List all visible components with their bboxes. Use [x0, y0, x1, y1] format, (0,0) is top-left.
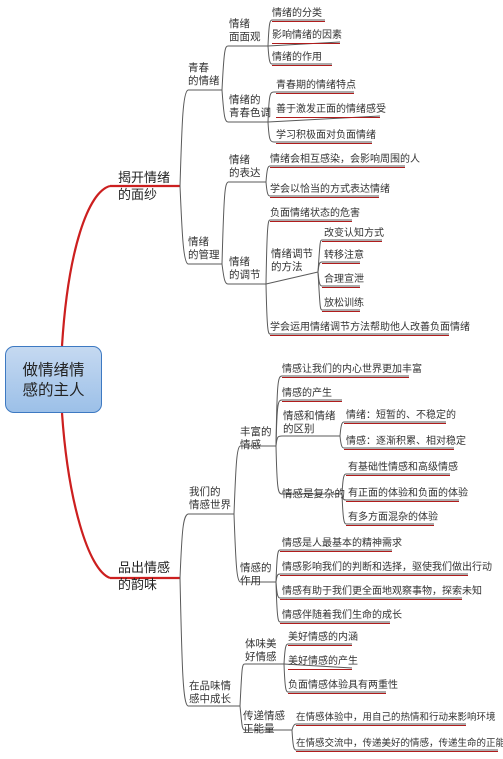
leaf-underlines — [270, 20, 498, 753]
leaf-item: 放松训练 — [324, 298, 364, 309]
leaf-item: 美好情感的产生 — [288, 656, 358, 667]
topic-title-line2: 正能量 — [243, 723, 275, 735]
topic-title-line1: 体味美 — [245, 638, 277, 650]
method-title-line1: 情绪调节 — [271, 248, 313, 260]
group-title-line1: 我们的 — [189, 486, 221, 498]
leaf-item: 有基础性情感和高级情感 — [348, 462, 458, 473]
topic-title-line2: 作用 — [240, 575, 261, 587]
leaf-item: 负面情感体验具有两重性 — [288, 680, 398, 691]
leaf-item: 学会以恰当的方式表达情绪 — [270, 184, 390, 195]
root-title-line2: 感的主人 — [22, 380, 85, 399]
branch-2-title-line1: 品出情感 — [118, 561, 171, 576]
leaf-item: 美好情感的内涵 — [288, 632, 358, 643]
leaf-item: 影响情绪的因素 — [272, 30, 342, 41]
topic-title-line2: 的表达 — [229, 167, 261, 179]
topic-title-line1: 传递情感 — [243, 710, 285, 722]
topic-title-line1: 情绪 — [229, 18, 250, 30]
group-title-line2: 的情绪 — [188, 75, 220, 87]
leaf-item: 情绪：短暂的、不稳定的 — [346, 410, 456, 421]
group-title-line2: 感中成长 — [189, 693, 231, 705]
topic-youth-tone: 情绪的 青春色调 — [229, 94, 271, 120]
leaf-item: 在情感交流中，传递美好的情感，传递生命的正能量 — [296, 738, 503, 749]
root-title-line1: 做情绪情 — [22, 360, 85, 379]
branch-2-title: 品出情感 的韵味 — [118, 560, 170, 594]
distinction-title-line2: 的区别 — [283, 423, 315, 435]
topic-title-line1: 丰富的 — [240, 426, 272, 438]
group-our-emotional-world: 我们的 情感世界 — [189, 486, 231, 512]
topic-emotion-regulation: 情绪 的调节 — [229, 256, 261, 282]
leaf-item: 学会运用情绪调节方法帮助他人改善负面情绪 — [270, 322, 470, 333]
leaf-item: 有多方面混杂的体验 — [348, 512, 438, 523]
topic-title-line1: 情绪 — [229, 154, 250, 166]
topic-appreciate-good-emotions: 体味美 好情感 — [245, 638, 277, 664]
group-emotion-management: 情绪 的管理 — [188, 236, 220, 262]
leaf-item: 情绪的分类 — [272, 8, 322, 19]
leaf-item: 有正面的体验和负面的体验 — [348, 488, 468, 499]
leaf-item: 情感有助于我们更全面地观察事物，探索未知 — [282, 586, 482, 597]
topic-title-line2: 情感 — [240, 439, 261, 451]
topic-emotion-function: 情感的 作用 — [240, 562, 272, 588]
leaf-item: 情感的产生 — [282, 388, 332, 399]
leaf-item: 青春期的情绪特点 — [276, 80, 356, 91]
branch-1-title-line1: 揭开情绪 — [118, 171, 171, 186]
topic-emotion-aspects: 情绪 面面观 — [229, 18, 261, 44]
branch-1-title: 揭开情绪 的面纱 — [118, 170, 170, 204]
leaf-item: 情感：逐渐积累、相对稳定 — [346, 436, 466, 447]
group-title-line2: 情感世界 — [189, 499, 231, 511]
branch-2-title-line2: 的韵味 — [118, 578, 158, 593]
leaf-item: 负面情绪状态的危害 — [270, 208, 360, 219]
group-youth-emotion: 青春 的情绪 — [188, 62, 220, 88]
topic-title-line2: 好情感 — [245, 651, 277, 663]
topic-rich-emotions: 丰富的 情感 — [240, 426, 272, 452]
distinction-node: 情感和情绪 的区别 — [283, 410, 336, 436]
leaf-item: 改变认知方式 — [324, 228, 384, 239]
leaf-item: 转移注意 — [324, 250, 364, 261]
leaf-item: 善于激发正面的情绪感受 — [276, 104, 386, 115]
group-title-line1: 青春 — [188, 62, 209, 74]
method-title-line2: 的方法 — [271, 261, 303, 273]
group-title-line1: 情绪 — [188, 236, 209, 248]
sub-branch-lines — [179, 19, 498, 751]
leaf-item: 情绪的作用 — [272, 52, 322, 63]
topic-title-line2: 面面观 — [229, 31, 261, 43]
topic-emotion-expression: 情绪 的表达 — [229, 154, 261, 180]
leaf-item: 合理宣泄 — [324, 274, 364, 285]
root-node: 做情绪情 感的主人 — [5, 346, 102, 413]
leaf-item: 在情感体验中，用自己的热情和行动来影响环境 — [296, 712, 496, 723]
topic-title-line1: 情感的 — [240, 562, 272, 574]
leaf-item: 情感让我们的内心世界更加丰富 — [282, 364, 422, 375]
leaf-item: 情感是人最基本的精神需求 — [282, 538, 402, 549]
leaf-item: 情感伴随着我们生命的成长 — [282, 610, 402, 621]
leaf-item: 学习积极面对负面情绪 — [276, 130, 376, 141]
leaf-item: 情感影响我们的判断和选择，驱使我们做出行动 — [282, 562, 492, 573]
branch-1-title-line2: 的面纱 — [118, 188, 158, 203]
leaf-item: 情绪会相互感染，会影响周围的人 — [270, 154, 420, 165]
distinction-title-line1: 情感和情绪 — [283, 410, 336, 422]
topic-title-line1: 情绪的 — [229, 94, 261, 106]
topic-pass-positive-energy: 传递情感 正能量 — [243, 710, 285, 736]
group-growing-through-emotion: 在品味情 感中成长 — [189, 680, 231, 706]
group-title-line2: 的管理 — [188, 249, 220, 261]
topic-title-line2: 青春色调 — [229, 107, 271, 119]
main-branch-lines — [60, 184, 180, 580]
topic-title-line1: 情绪 — [229, 256, 250, 268]
regulation-methods-node: 情绪调节 的方法 — [271, 248, 313, 274]
group-title-line1: 在品味情 — [189, 680, 231, 692]
complex-emotion-node: 情感是复杂的 — [282, 488, 345, 500]
topic-title-line2: 的调节 — [229, 269, 261, 281]
